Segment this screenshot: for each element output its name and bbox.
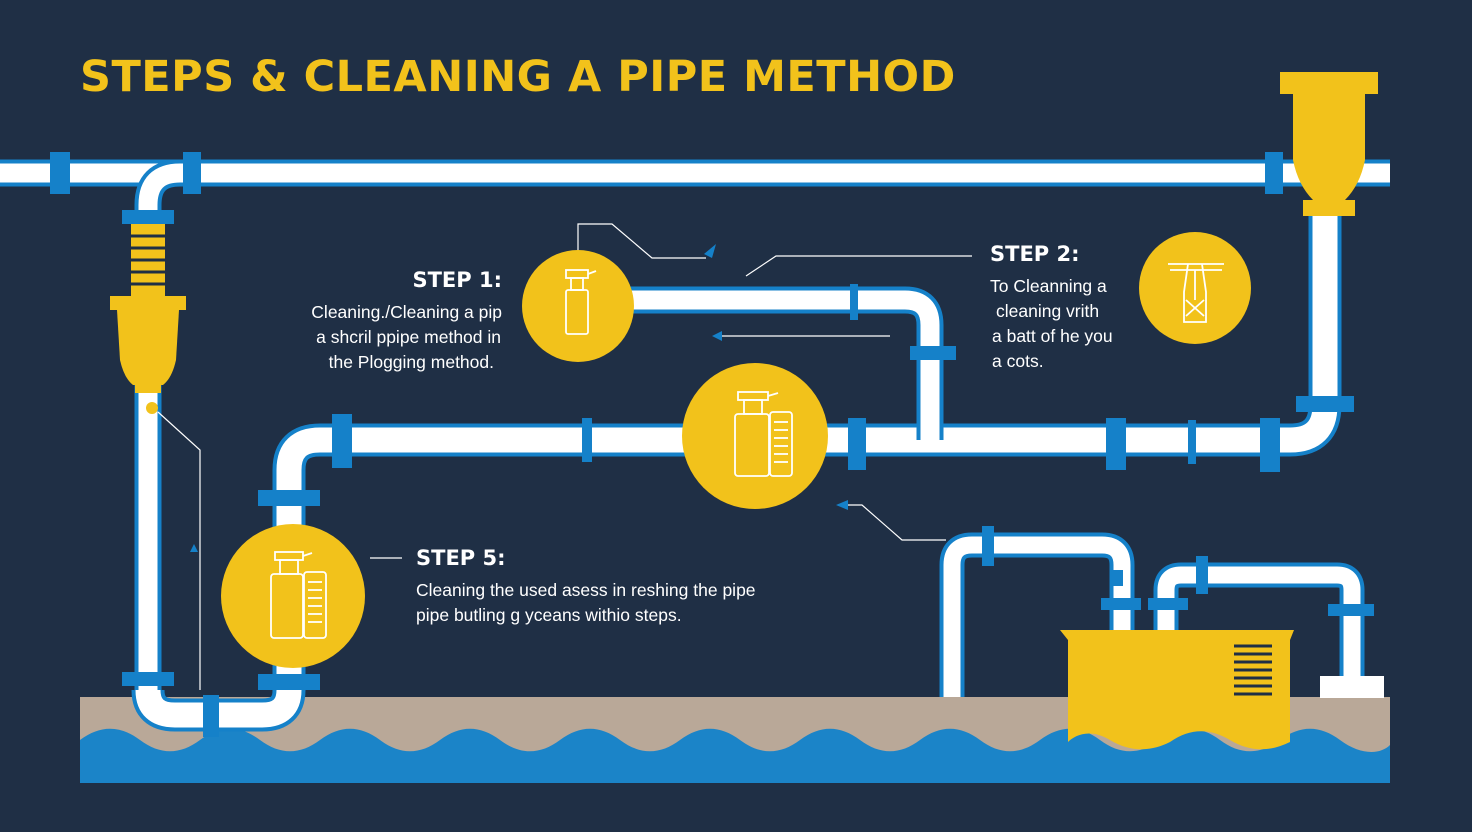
- vent-grille: [1234, 644, 1272, 696]
- pipe-couplings: [50, 152, 1374, 737]
- callout-lines: [157, 223, 972, 690]
- cleaning-bottles-icon: [270, 551, 327, 639]
- support-block: [1320, 676, 1384, 698]
- pipe-left-loop: [0, 159, 1390, 732]
- step-2-text-line-3: a batt of he you: [992, 326, 1113, 346]
- arrow-heads: [190, 244, 848, 552]
- step-1-text-line-2: a shcril ppipe method in: [316, 327, 501, 347]
- page-title: STEPS & CLEANING A PIPE METHOD: [80, 52, 956, 102]
- icon-circle-center: [682, 363, 828, 509]
- step-2-heading: STEP 2:: [990, 242, 1080, 266]
- step-2-text-line-4: a cots.: [992, 351, 1044, 371]
- step-1-text-line-3: the Plogging method.: [328, 352, 494, 372]
- icon-circle-step2: [1139, 232, 1251, 344]
- cleaning-bottles-icon: [734, 391, 793, 477]
- step-2-label: STEP 2: To Cleanning a cleaning vrith a …: [990, 242, 1113, 374]
- pump-machine: [1060, 630, 1384, 750]
- step-5-label: STEP 5: Cleaning the used asess in reshi…: [416, 546, 756, 628]
- top-right-funnel: [1280, 72, 1378, 216]
- step-5-heading: STEP 5:: [416, 546, 506, 570]
- step-5-text-line-1: Cleaning the used asess in reshing the p…: [416, 580, 756, 600]
- water-waves: [80, 728, 1390, 783]
- step-5-text-line-2: pipe butling g yceans withio steps.: [416, 605, 682, 625]
- step-2-text-line-1: To Cleanning a: [990, 276, 1107, 296]
- step-2-text-line-2: cleaning vrith: [996, 301, 1100, 321]
- icon-circle-step5: [221, 524, 365, 668]
- pipe-upper-branch: [620, 286, 944, 440]
- left-spring-funnel: [110, 224, 186, 414]
- step-1-heading: STEP 1:: [412, 268, 502, 292]
- pipe-network: [0, 159, 1390, 732]
- step-1-text-line-1: Cleaning./Cleaning a pip: [311, 302, 502, 322]
- pipe-lower-right: [939, 532, 1365, 697]
- spray-bottle-icon: [565, 269, 597, 335]
- step-1-label: STEP 1: Cleaning./Cleaning a pip a shcri…: [311, 268, 502, 375]
- pipe-brush-icon: [1168, 263, 1224, 323]
- icon-circle-step1: [522, 250, 634, 362]
